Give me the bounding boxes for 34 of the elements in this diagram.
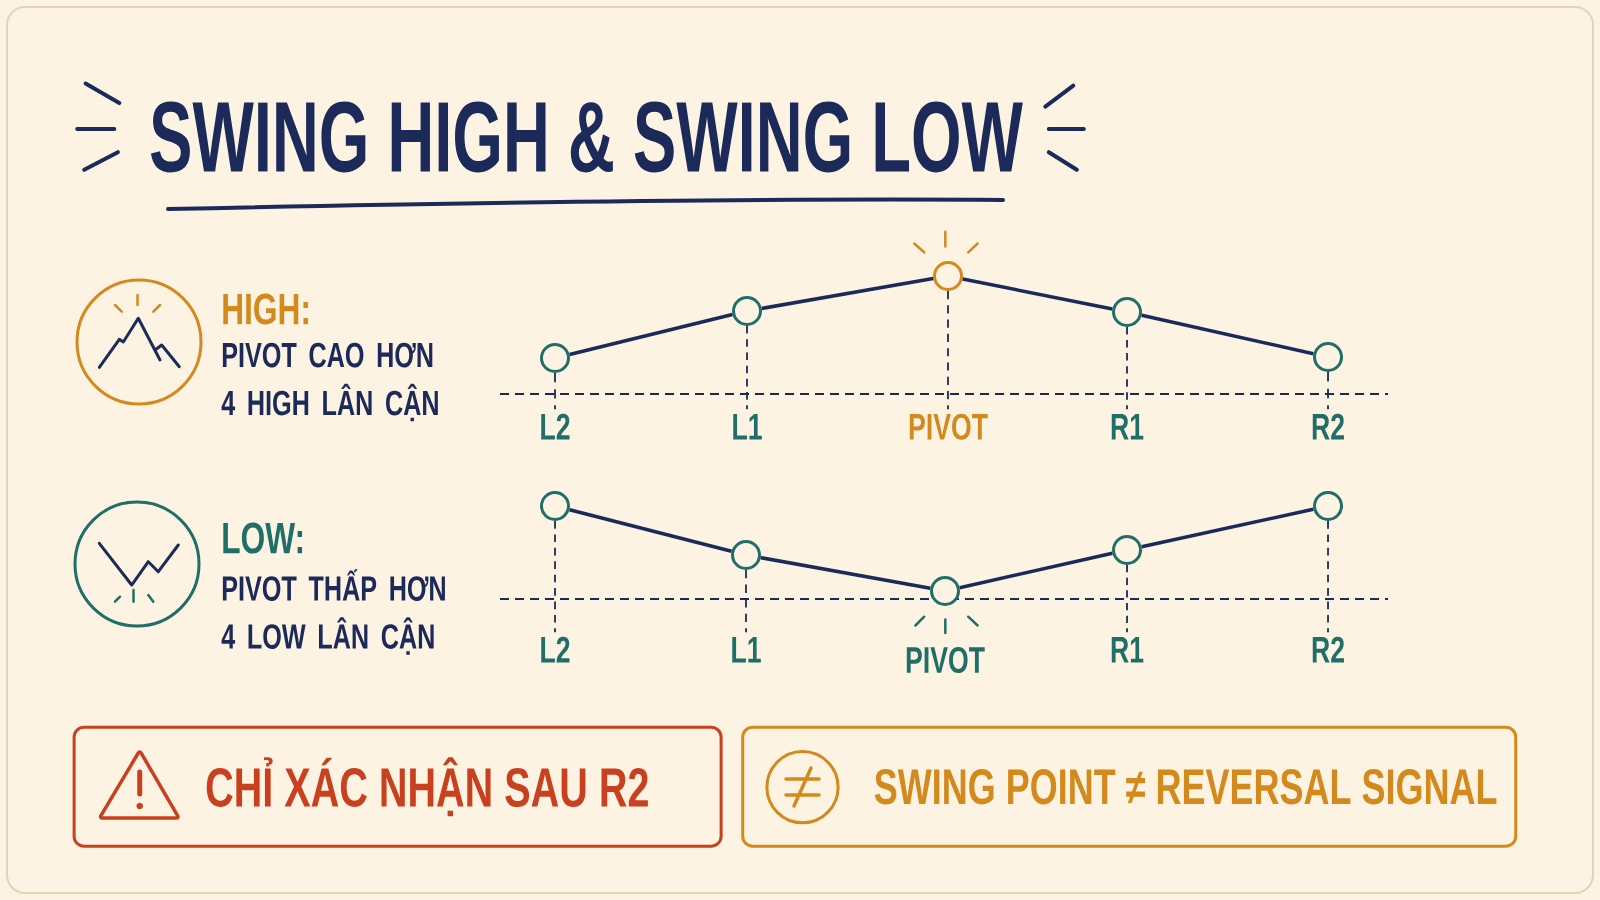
chart-line xyxy=(760,555,931,591)
drop-line xyxy=(745,569,747,634)
note-box: SWING POINT ≠ REVERSAL SIGNAL xyxy=(741,725,1518,848)
point-label: R2 xyxy=(1312,413,1344,440)
drop-line xyxy=(554,372,556,411)
point-label: L2 xyxy=(541,636,570,663)
chart-line xyxy=(761,276,934,311)
point-label: R1 xyxy=(1111,637,1144,663)
description-text: PIVOT THẤP HƠN 4 LOW LÂN CẬN xyxy=(221,569,445,655)
chart-line xyxy=(1141,313,1314,356)
drop-line xyxy=(1126,564,1128,634)
description-text: PIVOT CAO HƠN 4 HIGH LÂN CẬN xyxy=(221,342,438,422)
point-label: L2 xyxy=(541,413,570,440)
drop-line xyxy=(947,290,949,411)
point-label: L1 xyxy=(732,637,761,663)
drop-line xyxy=(1126,326,1128,411)
title: SWING HIGH & SWING LOW xyxy=(150,101,1023,173)
warning-box: CHỈ XÁC NHẬN SAU R2 xyxy=(72,725,723,848)
chart-line xyxy=(569,508,732,553)
point-label: PIVOT xyxy=(909,413,988,440)
point-label: R2 xyxy=(1312,636,1344,663)
chart-line xyxy=(962,277,1113,311)
point-label: PIVOT xyxy=(906,646,985,674)
drop-line xyxy=(1327,520,1329,634)
heading-text: HIGH: xyxy=(223,293,308,325)
point-label: R1 xyxy=(1111,414,1144,440)
drop-line xyxy=(1327,371,1329,411)
point-label: L1 xyxy=(733,414,762,440)
heading-text: LOW: xyxy=(223,522,303,554)
chart-line xyxy=(1141,507,1314,549)
chart-line xyxy=(959,551,1113,590)
drop-line xyxy=(746,325,748,411)
drop-line xyxy=(554,520,556,634)
chart-line xyxy=(569,312,733,357)
